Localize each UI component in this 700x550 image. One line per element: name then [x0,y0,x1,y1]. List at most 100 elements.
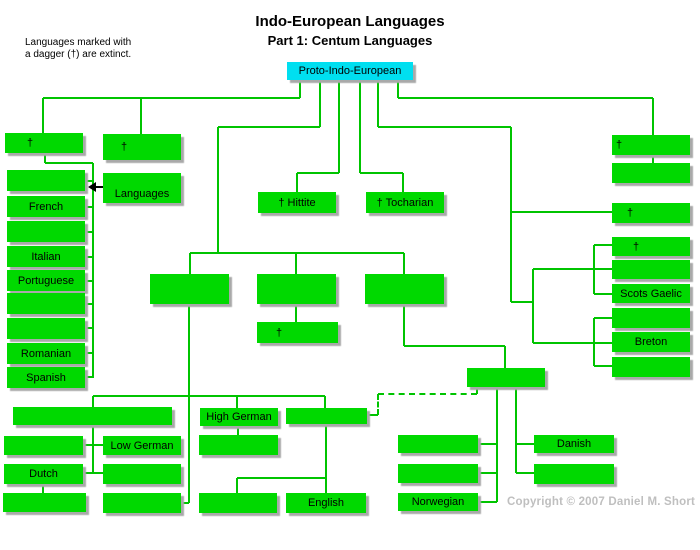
connector-line [325,478,327,493]
connector-line [295,304,297,322]
connector-line [85,231,94,233]
connector-line [593,245,595,294]
page-subtitle: Part 1: Centum Languages [267,33,433,48]
node-norse-parent-blank [467,368,545,387]
connector-line [189,253,191,274]
node-right-blank-3 [612,308,690,328]
connector-line [397,80,399,98]
connector-line [85,327,94,329]
extinct-note: Languages marked with a dagger (†) are e… [25,37,131,61]
node-right-dagger-1: † [612,135,690,155]
node-spanish: Spanish [7,367,85,388]
connector-line [85,280,94,282]
node-proto-indo-european: Proto-Indo-European [287,62,413,80]
connector-line [140,98,142,134]
connector-line [594,365,612,367]
node-low-german: Low German [103,436,181,455]
connector-line [42,98,44,133]
node-right-dagger-3: † [612,237,690,256]
node-high-german: High German [200,408,278,426]
connector-line [594,317,612,319]
node-right-dagger-2: † [612,203,690,223]
node-romance-blank-4 [7,318,85,339]
connector-line [44,153,46,163]
node-ngerm-blank-3 [534,464,614,484]
copyright-text: Copyright © 2007 Daniel M. Short [507,496,696,508]
node-english: English [286,493,366,513]
node-wgerm-blank-7 [199,493,277,513]
node-wgerm-blank-6 [286,408,367,424]
connector-line-dashed [368,414,378,416]
connector-line [85,180,94,182]
connector-line [296,173,298,192]
node-romance-blank-1 [7,170,85,191]
connector-line [516,472,534,474]
node-italian: Italian [7,246,85,267]
connector-line [218,126,320,128]
node-right-blank-1 [612,163,690,183]
connector-line [92,396,94,407]
node-wgerm-blank-3 [103,464,181,484]
node-wgerm-blank-5 [199,435,278,455]
connector-line [85,206,94,208]
connector-line [359,80,361,173]
connector-line [325,424,327,478]
node-french: French [7,196,85,217]
connector-line [478,443,497,445]
connector-line [496,386,498,502]
connector-line [237,477,326,479]
romance-arrow-left-icon [88,182,96,192]
node-wgerm-wide-blank [13,407,172,425]
connector-line [338,80,340,173]
connector-line [299,80,301,98]
node-mid-blank-3 [365,274,444,304]
connector-line [217,127,219,253]
node-romance-languages: Languages [103,173,181,203]
node-left-dagger-2: † [103,134,181,160]
connector-line [478,472,497,474]
connector-line [476,386,478,394]
node-romanian: Romanian [7,343,85,364]
node-right-blank-2 [612,260,690,279]
connector-line [92,425,94,473]
connector-line [45,162,93,164]
connector-line [378,126,511,128]
connector-line-dashed [377,394,379,415]
node-scots-gaelic: Scots Gaelic [612,284,690,303]
connector-line [237,426,239,435]
node-ngerm-blank-1 [398,435,478,453]
page-title: Indo-European Languages [255,13,445,30]
connector-line [236,396,238,408]
connector-line [360,172,403,174]
connector-line [478,501,497,503]
connector-line [652,155,654,163]
connector-line [188,304,190,503]
node-wgerm-blank-1 [4,436,83,455]
connector-line [504,346,506,368]
node-tocharian: † Tocharian [366,192,444,213]
node-portuguese: Portuguese [7,270,85,291]
connector-line [403,253,405,274]
connector-line [516,443,534,445]
connector-line [85,376,94,378]
node-norwegian: Norwegian [398,493,478,511]
node-danish: Danish [534,435,614,453]
connector-line [85,256,94,258]
connector-line [510,127,512,302]
connector-line [85,352,94,354]
connector-line [236,478,238,493]
connector-line [404,345,505,347]
node-dutch: Dutch [4,464,83,484]
connector-line [319,80,321,127]
connector-line [324,396,326,408]
node-ngerm-blank-2 [398,464,478,483]
connector-line [403,304,405,346]
romance-arrow-tail [95,186,103,188]
connector-line [515,386,517,473]
connector-line [377,80,379,127]
connector-line-dashed [378,393,477,395]
node-wgerm-blank-4 [103,493,181,513]
node-mid-blank-2 [257,274,336,304]
connector-line [402,173,404,192]
